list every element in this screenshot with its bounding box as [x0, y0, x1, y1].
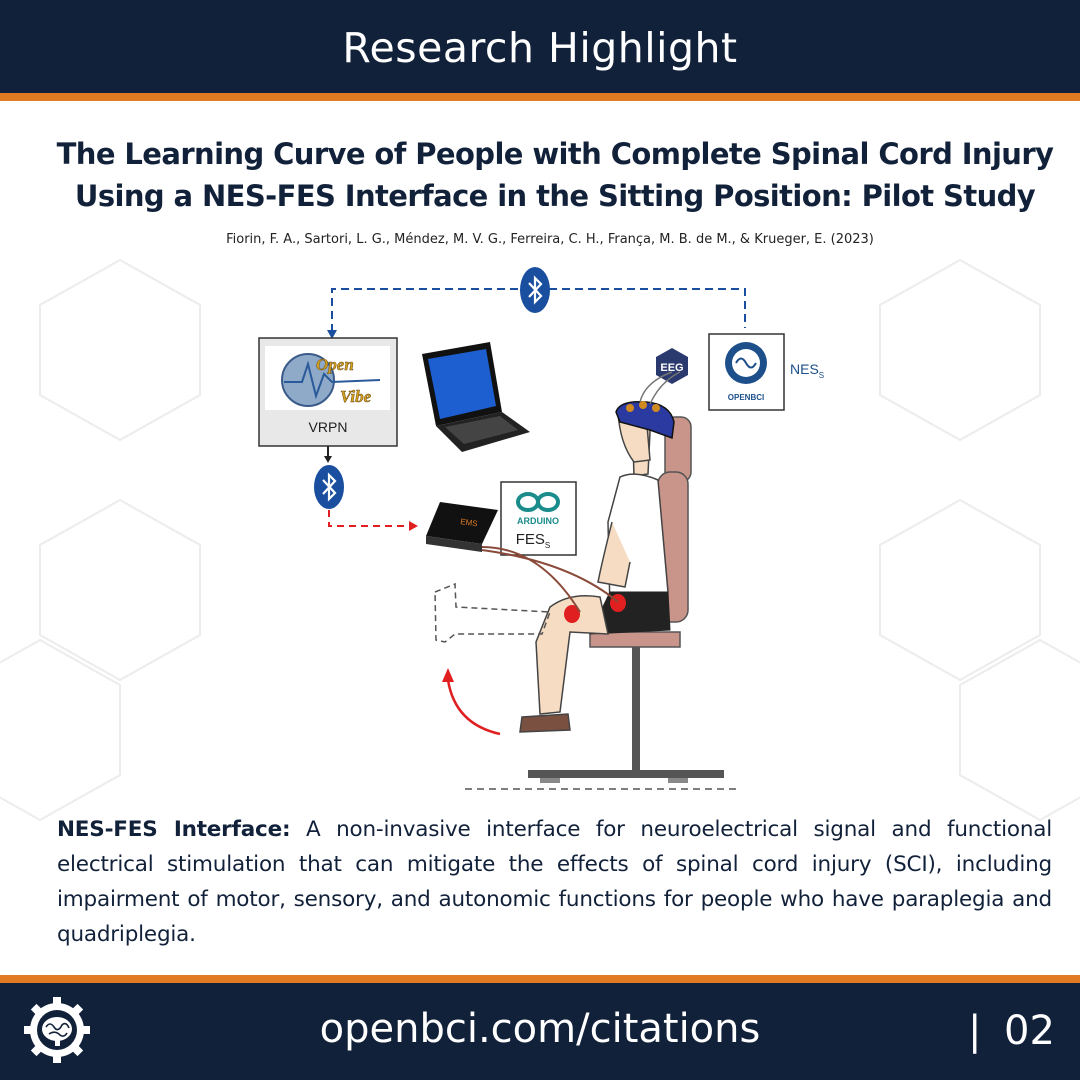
laptop-icon [422, 342, 530, 452]
arduino-box [500, 481, 577, 556]
openbci-brain-icon [725, 342, 767, 384]
openvibe-globe-icon [281, 353, 335, 407]
footer-accent-bar [0, 975, 1080, 983]
bluetooth-icon [520, 267, 550, 313]
openvibe-logo-text-2: Vibe [340, 387, 372, 406]
header-bar: Research Highlight [0, 0, 1080, 93]
fes-label: FESS [516, 531, 551, 550]
bluetooth-icon [314, 465, 344, 509]
openbci-logo-icon [24, 997, 90, 1063]
header-accent-bar [0, 93, 1080, 101]
arrow-head-icon [442, 668, 454, 682]
vrpn-label: VRPN [309, 419, 348, 435]
page-number: 02 [1004, 1008, 1055, 1054]
nes-label: NESS [790, 361, 824, 380]
electrode [564, 605, 580, 623]
seated-person [434, 371, 681, 733]
openvibe-logo-text-1: Open [316, 355, 354, 374]
arrow-head-icon [327, 330, 337, 339]
stimulator-label: EMS [460, 517, 478, 528]
leg-extension-outline [434, 582, 552, 643]
paper-title: The Learning Curve of People with Comple… [30, 133, 1080, 217]
stimulator-device: EMS [426, 502, 498, 552]
paper-citation: Fiorin, F. A., Sartori, L. G., Méndez, M… [226, 232, 874, 247]
stimulation-link [328, 510, 410, 527]
arduino-label: ARDUINO [517, 516, 559, 526]
paper-title-line-1: The Learning Curve of People with Comple… [56, 137, 1054, 171]
openbci-label: OPENBCI [728, 393, 764, 402]
nes-fes-setup-figure: Open Vibe VRPN EMS ARDUINO FESS EEG OPEN [250, 262, 840, 797]
footer-bar: openbci.com/citations | 02 [0, 983, 1080, 1080]
arduino-icon [516, 492, 560, 512]
leg-lift-arrow [446, 679, 501, 736]
arrow-head-icon [324, 456, 332, 463]
eeg-label: EEG [660, 362, 683, 374]
paper-title-line-2: Using a NES-FES Interface in the Sitting… [74, 179, 1036, 213]
description-text: A non-invasive interface for neuroelectr… [57, 817, 1052, 947]
citations-link[interactable]: openbci.com/citations [319, 1006, 761, 1052]
interface-description: NES-FES Interface: A non-invasive interf… [57, 812, 1052, 952]
description-term: NES-FES Interface: [57, 817, 291, 842]
header-title: Research Highlight [342, 24, 738, 72]
footer-separator: | [968, 1008, 982, 1054]
arrow-head-icon [409, 521, 418, 531]
